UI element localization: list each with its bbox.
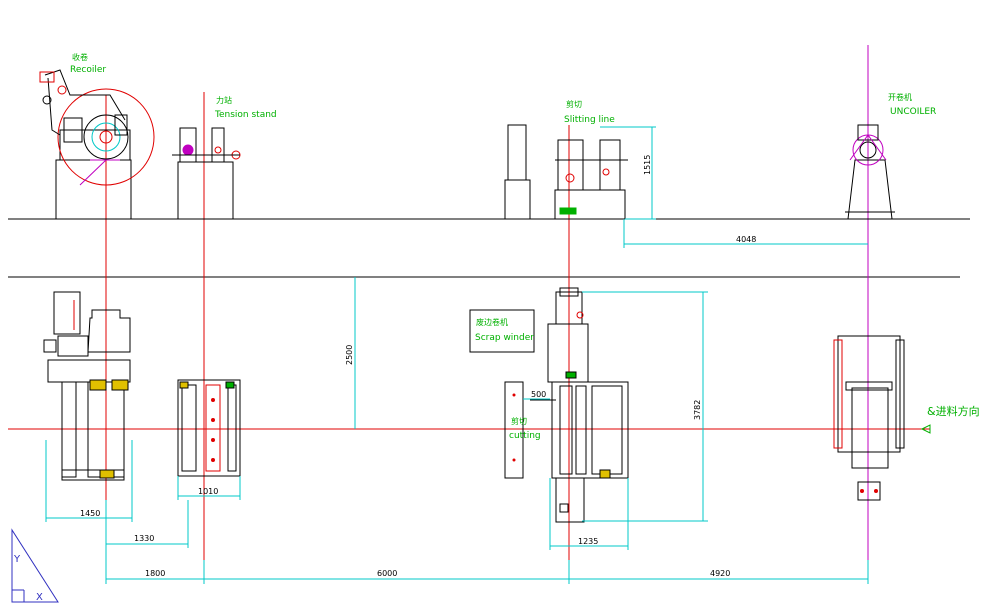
dimension-1450	[45, 440, 133, 522]
slitting-en-label: Slitting line	[564, 115, 615, 125]
scrap-en-label: Scrap winder	[475, 333, 534, 343]
slitting-cn-label: 剪切	[566, 99, 582, 109]
ucs-icon	[11, 528, 59, 603]
dim-4920-label: 4920	[710, 569, 730, 578]
slitting-line-elevation	[504, 124, 628, 220]
dimension-chain-bottom	[105, 548, 869, 584]
feed-direction-arrow	[920, 424, 931, 434]
cutting-cn-label: 剪切	[511, 416, 527, 426]
tension-en-label: Tension stand	[214, 110, 277, 120]
ucs-y-label: Y	[13, 554, 21, 565]
scrap-cn-label: 废边卷机	[476, 317, 508, 327]
tension-stand-plan	[177, 379, 241, 477]
dimension-1515	[600, 126, 656, 220]
uncoiler-en-label: UNCOILER	[890, 107, 936, 117]
recoiler-en-label: Recoiler	[70, 65, 106, 75]
ucs-x-label: X	[36, 592, 43, 603]
dim-1235-label: 1235	[578, 537, 598, 546]
slitter-plan	[530, 287, 629, 523]
dim-1515-label: 1515	[643, 155, 652, 175]
dim-4048-label: 4048	[736, 235, 756, 244]
uncoiler-plan	[833, 335, 905, 501]
uncoiler-cn-label: 开卷机	[888, 92, 912, 102]
cutting-unit-plan	[504, 381, 524, 479]
dimension-1235	[549, 478, 629, 550]
feed-direction-label: &进料方向	[927, 404, 980, 418]
dim-1330-label: 1330	[134, 534, 154, 543]
dim-1450-label: 1450	[80, 509, 100, 518]
dim-1800-label: 1800	[145, 569, 165, 578]
cutting-en-label: cutting	[509, 431, 541, 441]
recoiler-cn-label: 收卷	[72, 52, 88, 62]
recoiler-plan	[43, 291, 131, 481]
dimension-1330	[105, 500, 189, 548]
uncoiler-elevation	[845, 124, 895, 220]
scrap-winder-label-box	[469, 309, 535, 353]
dim-500-label: 500	[531, 390, 546, 399]
recoiler-elevation	[39, 69, 155, 220]
tension-cn-label: 力站	[216, 95, 232, 105]
dim-2500-label: 2500	[345, 345, 354, 365]
dimension-4048	[623, 219, 868, 248]
dim-3782-label: 3782	[693, 400, 702, 420]
tension-stand-elevation	[172, 127, 241, 220]
dim-1010-label: 1010	[198, 487, 218, 496]
dim-6000-label: 6000	[377, 569, 397, 578]
dimension-1010	[177, 476, 241, 500]
dimension-3782	[582, 291, 708, 522]
